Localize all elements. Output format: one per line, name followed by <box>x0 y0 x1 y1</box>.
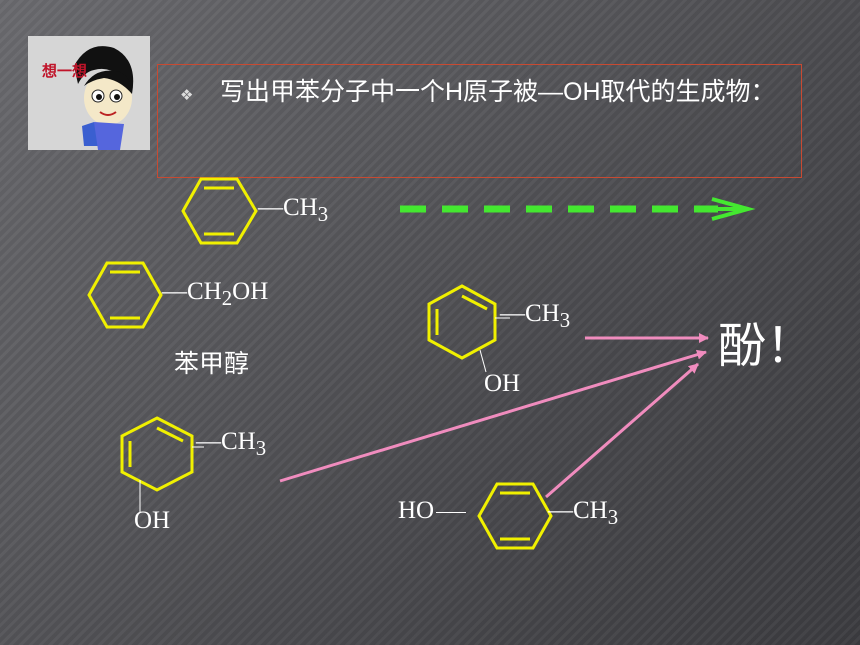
para-cresol-benzene-ring <box>477 482 553 550</box>
para-ho-label: HO <box>398 497 467 525</box>
pink-arrow-para <box>545 362 699 499</box>
benzyl-ch-text: —CH <box>162 278 222 305</box>
meta-cresol-benzene-ring <box>120 416 194 492</box>
ortho-cresol-benzene-ring <box>427 284 497 360</box>
toluene-ch3-label: —CH3 <box>258 194 328 227</box>
benzyl-oh-text: OH <box>232 278 269 305</box>
benzyl-alcohol-ch2oh-label: —CH2OH <box>162 278 268 311</box>
pink-arrow-meta <box>279 349 707 483</box>
meta-oh-label: OH <box>134 507 171 534</box>
ortho-ch3-label: —CH3 <box>500 300 570 333</box>
green-dashed-arrow <box>400 197 756 221</box>
meta-subscript-3: 3 <box>255 436 267 460</box>
diamond-bullet-icon: ❖ <box>180 87 194 104</box>
para-ho-text: HO <box>398 497 435 524</box>
benzyl-subscript-2: 2 <box>221 286 233 310</box>
para-ch3-label: —CH3 <box>548 497 618 530</box>
thinking-avatar-image: 想一想 <box>28 36 150 150</box>
meta-ch3-label: —CH3 <box>196 428 266 461</box>
ortho-subscript-3: 3 <box>559 308 571 332</box>
cartoon-face-icon: 想一想 <box>28 36 150 150</box>
ortho-oh-label: OH <box>484 370 521 397</box>
ortho-ch3-text: —CH <box>500 300 560 327</box>
para-ho-bond <box>436 511 467 513</box>
para-ch3-text: —CH <box>548 497 608 524</box>
avatar-caption: 想一想 <box>41 62 87 80</box>
ortho-oh-bond <box>479 349 487 373</box>
meta-ch3-text: —CH <box>196 428 256 455</box>
question-box: ❖ 写出甲苯分子中一个H原子被—OH取代的生成物： <box>157 64 802 178</box>
para-subscript-3: 3 <box>607 505 619 529</box>
benzyl-alcohol-name: 苯甲醇 <box>174 349 250 378</box>
benzyl-alcohol-benzene-ring <box>87 261 163 329</box>
question-text: 写出甲苯分子中一个H原子被—OH取代的生成物： <box>220 78 776 106</box>
toluene-subscript-3: 3 <box>317 202 329 226</box>
phenol-result-text: 酚！ <box>718 318 815 374</box>
toluene-benzene-ring <box>181 177 258 245</box>
toluene-ch3-text: —CH <box>258 194 318 221</box>
